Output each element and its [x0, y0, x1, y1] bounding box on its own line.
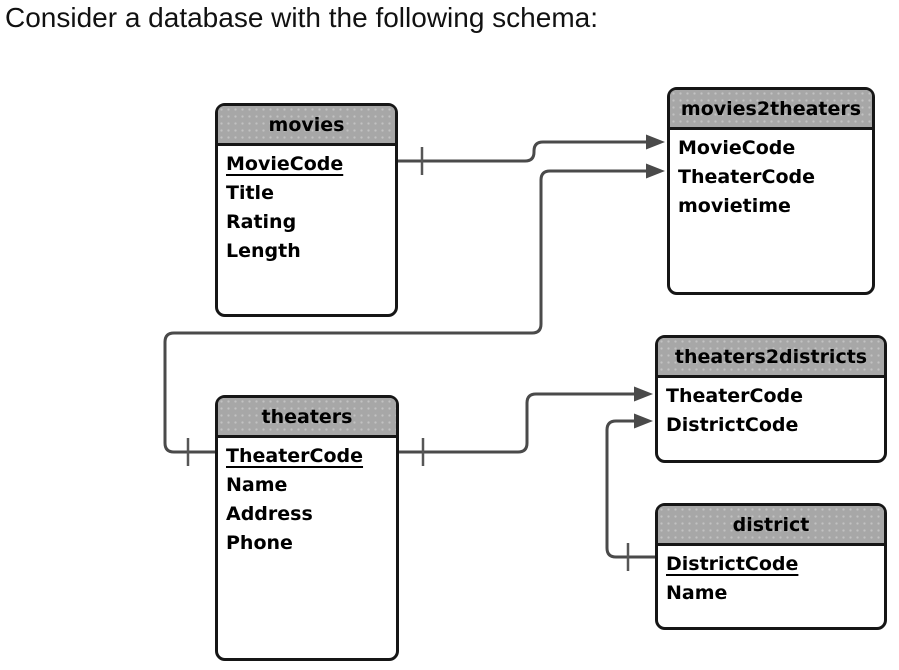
- page-title: Consider a database with the following s…: [5, 2, 599, 33]
- field-movies-moviecode: MovieCode: [226, 152, 344, 175]
- table-theaters2districts-fields: TheaterCode DistrictCode: [658, 378, 884, 439]
- relationship-line-district-to-theaters2districts: [605, 419, 655, 559]
- arrow-head-icon: [646, 163, 665, 179]
- table-movies-header: movies: [218, 106, 395, 146]
- arrow-head-icon: [634, 413, 653, 429]
- table-theaters2districts-header: theaters2districts: [658, 338, 884, 378]
- table-district-title: district: [732, 513, 810, 536]
- field-theaters2districts-theatercode: TheaterCode: [666, 384, 804, 407]
- field-movies2theaters-theatercode: TheaterCode: [678, 165, 816, 188]
- table-movies: movies MovieCode Title Rating Length: [215, 103, 398, 317]
- field-movies-rating: Rating: [226, 210, 297, 233]
- field-movies-title: Title: [226, 181, 274, 204]
- table-movies2theaters-header: movies2theaters: [670, 90, 872, 130]
- table-theaters-title: theaters: [261, 405, 353, 428]
- field-theaters-name: Name: [226, 473, 288, 496]
- table-movies-fields: MovieCode Title Rating Length: [218, 146, 395, 265]
- table-theaters2districts: theaters2districts TheaterCode DistrictC…: [655, 335, 887, 463]
- field-movies-length: Length: [226, 239, 301, 262]
- table-theaters-header: theaters: [218, 398, 396, 438]
- table-district-fields: DistrictCode Name: [658, 546, 884, 607]
- table-district-header: district: [658, 506, 884, 546]
- table-theaters: theaters TheaterCode Name Address Phone: [215, 395, 399, 661]
- field-district-name: Name: [666, 581, 728, 604]
- arrow-head-icon: [646, 134, 665, 150]
- table-theaters-fields: TheaterCode Name Address Phone: [218, 438, 396, 557]
- table-movies2theaters-fields: MovieCode TheaterCode movietime: [670, 130, 872, 220]
- table-movies-title: movies: [268, 113, 345, 136]
- field-theaters2districts-districtcode: DistrictCode: [666, 413, 799, 436]
- relationship-line-theaters-to-theaters2districts: [398, 392, 635, 454]
- field-movies2theaters-moviecode: MovieCode: [678, 136, 796, 159]
- field-movies2theaters-movietime: movietime: [678, 194, 791, 217]
- table-movies2theaters-title: movies2theaters: [680, 97, 862, 120]
- field-district-districtcode: DistrictCode: [666, 552, 799, 575]
- relationship-line-movies-to-movies2theaters: [398, 140, 647, 163]
- arrow-head-icon: [634, 386, 653, 402]
- table-theaters2districts-title: theaters2districts: [674, 345, 868, 368]
- table-district: district DistrictCode Name: [655, 503, 887, 630]
- field-theaters-theatercode: TheaterCode: [226, 444, 364, 467]
- table-movies2theaters: movies2theaters MovieCode TheaterCode mo…: [667, 87, 875, 295]
- field-theaters-address: Address: [226, 502, 313, 525]
- relationship-line-theaters-to-movies2theaters: [163, 169, 647, 454]
- field-theaters-phone: Phone: [226, 531, 293, 554]
